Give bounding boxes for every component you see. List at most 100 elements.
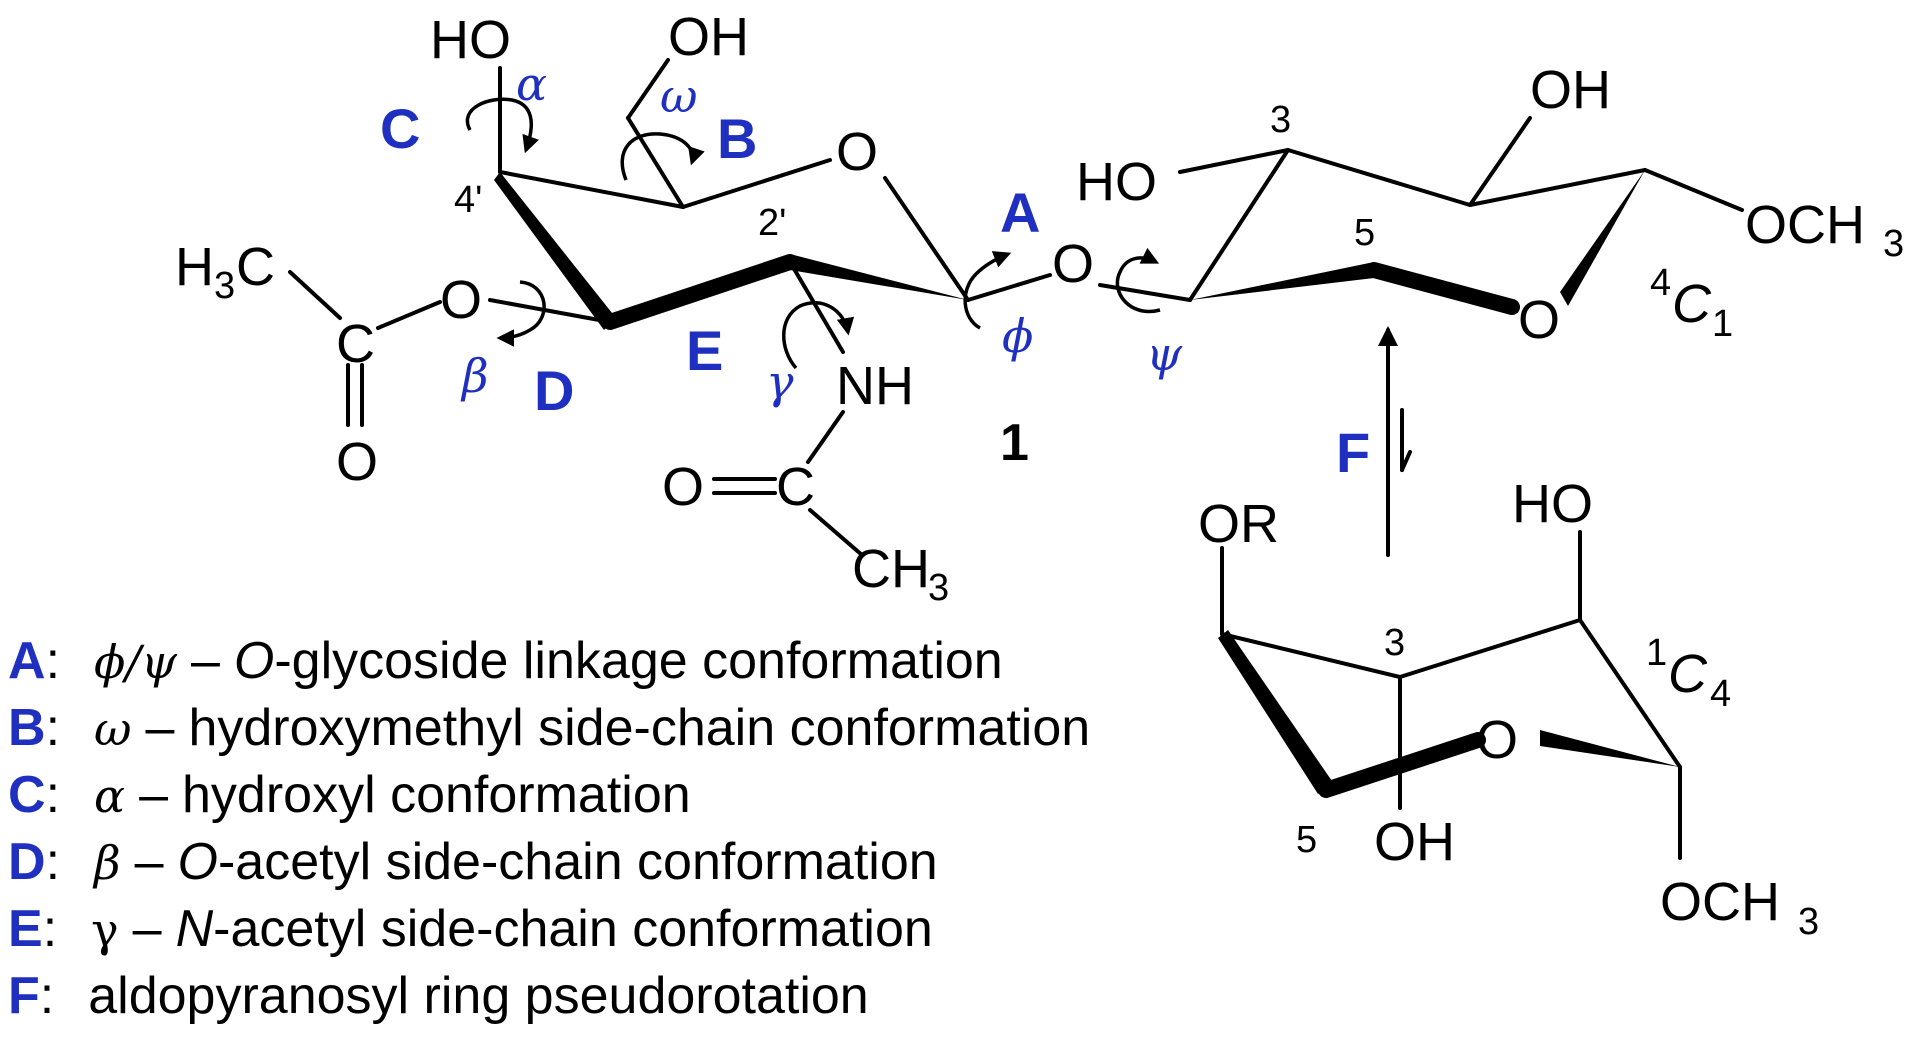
bond-c6-oh xyxy=(626,58,670,120)
position-c2prime: 2' xyxy=(758,202,786,244)
symbol-phi: ϕ xyxy=(1002,309,1033,363)
arrow-beta xyxy=(496,280,546,347)
legend-symbol: ϕ/ψ xyxy=(94,635,177,689)
bond-c5-o xyxy=(681,158,832,209)
bond-c4-c5 xyxy=(498,170,685,209)
bond-c1-oglyco xyxy=(966,273,1052,302)
legend-dash: – xyxy=(139,766,169,824)
atom-ch3-amide: CH xyxy=(852,539,930,599)
label-E: E xyxy=(686,319,723,382)
atom-och3-right: OCH xyxy=(1745,195,1865,255)
bond-c2-oh xyxy=(1468,116,1532,207)
bond-c3-c2 xyxy=(1286,148,1472,207)
bond-c4-c3-b xyxy=(1220,632,1402,679)
wedge-c4-c5-b xyxy=(1218,630,1334,794)
legend-dash: – xyxy=(190,632,220,690)
legend-text: hydroxymethyl side-chain conformation xyxy=(188,699,1091,757)
bond-c2-c1 xyxy=(1468,168,1647,207)
legend-row: D:β–O-acetyl side-chain conformation xyxy=(8,829,1248,896)
bond-c3-o xyxy=(488,298,612,324)
atom-och3-b-sub: 3 xyxy=(1798,901,1819,943)
bond-c5-c6 xyxy=(626,116,685,209)
arrow-psi xyxy=(1115,247,1161,314)
arrow-omega xyxy=(620,132,705,181)
legend-row: C:α–hydroxyl conformation xyxy=(8,762,1248,829)
atom-oh-right: OH xyxy=(1530,60,1611,120)
legend-key: B xyxy=(8,699,46,757)
atom-ester-o: O xyxy=(440,270,482,330)
atom-glyco-o: O xyxy=(1052,234,1094,294)
atom-oh-c6: OH xyxy=(668,7,749,67)
legend-dash: – xyxy=(134,833,164,891)
atom-h3c-h: H xyxy=(175,237,214,297)
bold-bond-c3-c2 xyxy=(602,254,798,330)
legend-dash: – xyxy=(145,699,175,757)
legend-italic-prefix: N xyxy=(175,900,214,958)
conformation-4c1-sub: 1 xyxy=(1712,303,1733,345)
bond-c1-och3 xyxy=(1643,168,1744,212)
arrow-alpha xyxy=(465,97,539,154)
atom-amide-c: C xyxy=(776,457,815,517)
legend-text: -glycoside linkage conformation xyxy=(274,632,1003,690)
label-F: F xyxy=(1336,421,1370,484)
wedge-o-c1-b xyxy=(1540,730,1680,767)
atom-carbonyl-c: C xyxy=(336,314,375,374)
legend-key: E xyxy=(8,900,43,958)
bond-amide-c-ch3 xyxy=(808,508,864,557)
wedge-c2-c1 xyxy=(790,254,968,300)
bond-c3-c2-b xyxy=(1398,618,1582,679)
legend-text: hydroxyl conformation xyxy=(182,766,691,824)
bold-bond-c5-o xyxy=(1366,262,1520,315)
legend-key: A xyxy=(8,632,46,690)
conformation-4c1-letter: C xyxy=(1672,274,1712,334)
legend-symbol: β xyxy=(94,836,121,890)
legend-symbol: α xyxy=(94,769,126,823)
atom-och3-right-sub: 3 xyxy=(1883,223,1904,265)
legend-text: -acetyl side-chain conformation xyxy=(213,900,933,958)
atom-ring-o-left: O xyxy=(836,122,878,182)
conformation-4c1-sup: 4 xyxy=(1650,262,1671,304)
right-pyranose-ring-4c1 xyxy=(1098,116,1744,315)
bond-nh-c xyxy=(806,410,845,464)
atom-ho-right: HO xyxy=(1076,152,1157,212)
symbol-gamma: γ xyxy=(766,355,794,409)
bond-oglyco-c4 xyxy=(1098,283,1192,302)
atom-or: OR xyxy=(1198,494,1279,554)
arrow-gamma xyxy=(782,300,855,370)
bold-bond-c5-o-b xyxy=(1318,732,1486,798)
atom-oh-b: OH xyxy=(1374,812,1455,872)
wedge-c4-c3 xyxy=(494,172,616,330)
legend-row: E:γ–N-acetyl side-chain conformation xyxy=(8,896,1248,963)
label-D: D xyxy=(534,359,574,422)
legend-colon: : xyxy=(42,900,58,958)
atom-h3c-c: C xyxy=(236,237,275,297)
equilibrium-down-barb xyxy=(1400,450,1412,472)
atom-ring-o-b: O xyxy=(1476,710,1518,770)
bond-c3-ho xyxy=(1178,148,1290,174)
bond-c2-nh xyxy=(788,260,845,354)
legend-colon: : xyxy=(45,632,61,690)
bond-c2-c1-b xyxy=(1578,618,1682,769)
atom-amide-o: O xyxy=(662,457,704,517)
atom-ch3-amide-sub: 3 xyxy=(928,567,949,609)
atom-ho-c4: HO xyxy=(430,10,511,70)
equilibrium-arrows xyxy=(1378,326,1412,557)
atom-ring-o-right: O xyxy=(1518,290,1560,350)
legend-text: -acetyl side-chain conformation xyxy=(217,833,938,891)
symbol-psi: ψ xyxy=(1146,327,1183,381)
position-c5-top: 5 xyxy=(1354,212,1375,254)
legend-row: B:ω–hydroxymethyl side-chain conformatio… xyxy=(8,695,1248,762)
bond-o-c1 xyxy=(883,176,970,302)
legend-key: C xyxy=(8,766,46,824)
legend-row: A:ϕ/ψ–O-glycoside linkage conformation xyxy=(8,628,1248,695)
legend-italic-prefix: O xyxy=(177,833,218,891)
lower-pyranose-ring-1c4 xyxy=(1218,530,1682,860)
position-c5-b: 5 xyxy=(1296,819,1317,861)
conformation-1c4-sub: 4 xyxy=(1710,673,1731,715)
legend-symbol: ω xyxy=(94,702,132,756)
legend-text: aldopyranosyl ring pseudorotation xyxy=(88,967,869,1025)
atom-nh: NH xyxy=(836,356,914,416)
conformation-1c4-letter: C xyxy=(1668,644,1708,704)
